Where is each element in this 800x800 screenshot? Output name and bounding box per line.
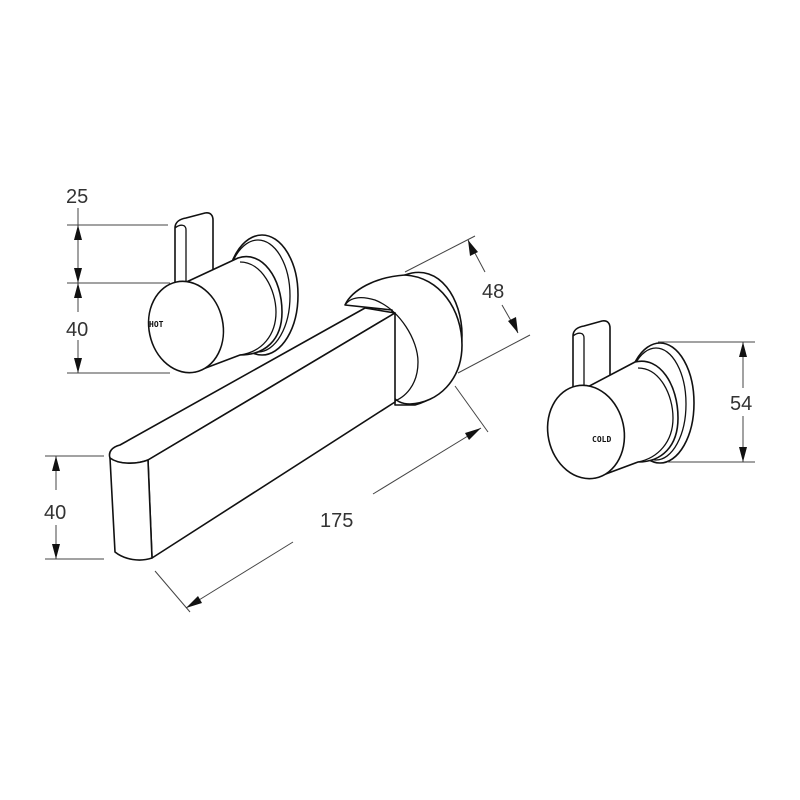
dim-spout-height: 40 [44, 502, 66, 524]
arrow-right [465, 428, 481, 440]
dim-spout-length: 175 [320, 510, 353, 532]
dimension-spout-height: 40 [44, 455, 104, 560]
hot-handle: HOT [147, 212, 299, 374]
cold-label: COLD [592, 435, 611, 444]
dimension-spout-length: 175 [154, 385, 489, 613]
arrow-down [74, 358, 82, 373]
arrow-down [508, 317, 518, 333]
dim-spout-collar-diameter: 48 [482, 281, 504, 303]
dimension-hot-handle: 25 40 [60, 186, 170, 374]
arrow-down [739, 447, 747, 462]
arrow-up [739, 342, 747, 357]
cold-lever [572, 320, 611, 396]
arrow-up [74, 225, 82, 240]
spout-collar-rim [344, 296, 419, 403]
dim-hot-body-height: 40 [66, 319, 88, 341]
hot-body-rim [239, 261, 277, 356]
dim-cold-backplate-height: 54 [730, 393, 752, 415]
hot-label: HOT [149, 320, 164, 329]
dim-hot-lever-height: 25 [66, 186, 88, 208]
arrow-up [468, 240, 478, 256]
spout [108, 271, 463, 561]
arrow-down [74, 268, 82, 283]
hot-face [147, 280, 225, 374]
arrow-left [186, 596, 202, 608]
arrow-up [74, 283, 82, 298]
spout-end-cap [109, 457, 153, 561]
cold-face [546, 384, 626, 480]
arrow-up [52, 456, 60, 471]
cold-handle: COLD [546, 320, 695, 480]
dimension-spout-collar: 48 [404, 235, 531, 374]
hot-lever-edge [174, 224, 187, 288]
dimension-cold-backplate: 54 [658, 341, 755, 463]
spout-collar [344, 274, 463, 405]
arrow-down [52, 544, 60, 559]
hot-lever [174, 212, 214, 289]
cold-lever-edge [572, 332, 585, 395]
cold-body-rim [637, 367, 674, 463]
